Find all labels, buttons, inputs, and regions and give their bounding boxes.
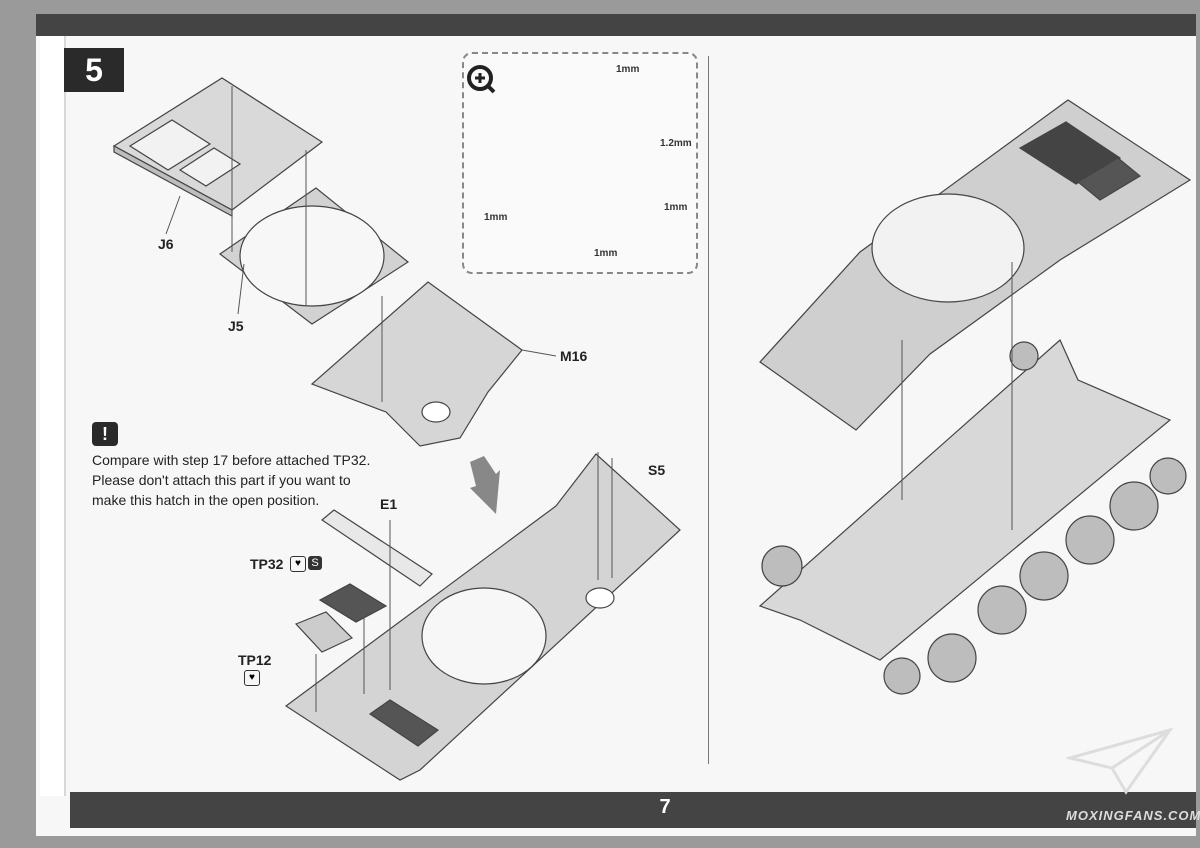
part-label-s5: S5 bbox=[648, 462, 666, 478]
part-label-e1: E1 bbox=[380, 496, 398, 512]
callout-1mm-bottom: 1mm bbox=[594, 248, 618, 259]
part-label-tp12: TP12 bbox=[238, 652, 272, 668]
warning-icon: ! bbox=[92, 422, 118, 446]
page-left-strip bbox=[40, 36, 66, 796]
part-label-tp32: TP32 bbox=[250, 556, 284, 572]
part-m16-drawing bbox=[310, 281, 523, 447]
lower-hull-top-drawing bbox=[284, 453, 681, 781]
part-label-m16: M16 bbox=[560, 348, 588, 364]
zoom-plus-icon bbox=[467, 65, 496, 94]
paper-plane-logo-icon bbox=[1066, 728, 1174, 795]
step-number-badge: 5 bbox=[64, 48, 124, 92]
warning-line: Compare with step 17 before attached TP3… bbox=[92, 452, 371, 468]
page-number: 7 bbox=[659, 796, 671, 818]
callout-1mm-right: 1mm bbox=[664, 202, 688, 213]
callout-1mm-top: 1mm bbox=[616, 64, 640, 75]
warning-line: make this hatch in the open position. bbox=[92, 492, 320, 508]
bend-icon: S bbox=[308, 556, 322, 570]
glue-icon: ♥ bbox=[290, 556, 306, 572]
part-j6-drawing bbox=[112, 77, 324, 218]
warning-line: Please don't attach this part if you wan… bbox=[92, 472, 351, 488]
part-label-j6: J6 bbox=[158, 236, 174, 252]
warning-note: Compare with step 17 before attached TP3… bbox=[92, 450, 422, 510]
arrow-down-icon bbox=[470, 456, 500, 514]
glue-icon: ♥ bbox=[244, 670, 260, 686]
part-label-j5: J5 bbox=[228, 318, 244, 334]
top-bar bbox=[36, 14, 1196, 36]
road-wheels-drawing bbox=[761, 341, 1187, 695]
bottom-bar bbox=[70, 792, 1196, 828]
part-j5-drawing bbox=[218, 187, 410, 325]
page-divider bbox=[708, 56, 709, 764]
zoom-detail-box bbox=[462, 52, 698, 274]
hull-assembly-drawing bbox=[758, 99, 1192, 661]
watermark-text: MOXINGFANS.COM bbox=[1066, 808, 1200, 823]
callout-1mm-left: 1mm bbox=[484, 212, 508, 223]
callout-1-2mm: 1.2mm bbox=[660, 138, 692, 149]
